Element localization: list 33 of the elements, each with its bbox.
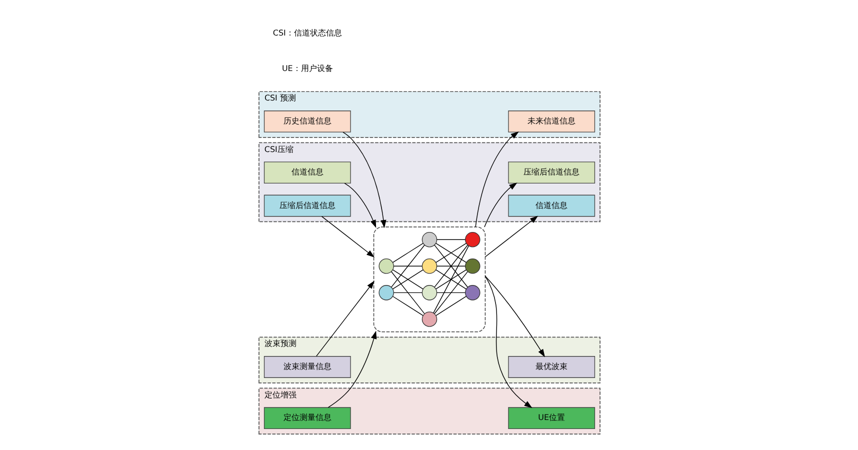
arrow xyxy=(484,276,532,408)
cluster xyxy=(372,226,486,332)
connector xyxy=(390,271,424,314)
connector xyxy=(392,242,423,263)
arrow xyxy=(316,280,374,357)
connector xyxy=(392,296,423,316)
node-circle xyxy=(421,312,437,327)
connector xyxy=(434,271,468,314)
arrow xyxy=(484,216,538,258)
node-circle xyxy=(421,285,437,300)
connector xyxy=(392,292,422,294)
connector xyxy=(436,292,465,294)
node-circle xyxy=(378,258,394,274)
arrow xyxy=(484,182,517,228)
arrow xyxy=(344,182,376,228)
connector xyxy=(390,244,424,288)
connector xyxy=(435,269,466,290)
node-circle xyxy=(421,232,437,248)
arrow xyxy=(327,330,376,408)
connector xyxy=(392,269,423,290)
connector xyxy=(436,239,465,240)
arrow xyxy=(484,276,545,358)
node-circle xyxy=(464,232,480,248)
node-circle xyxy=(421,258,437,274)
connector xyxy=(435,296,466,316)
node-circle xyxy=(378,285,394,300)
node-circle xyxy=(464,258,480,274)
connector xyxy=(434,244,468,288)
node-circle xyxy=(464,285,480,300)
arrow xyxy=(320,216,374,258)
connector xyxy=(435,242,466,263)
connector xyxy=(432,245,469,314)
arrow xyxy=(474,132,518,228)
